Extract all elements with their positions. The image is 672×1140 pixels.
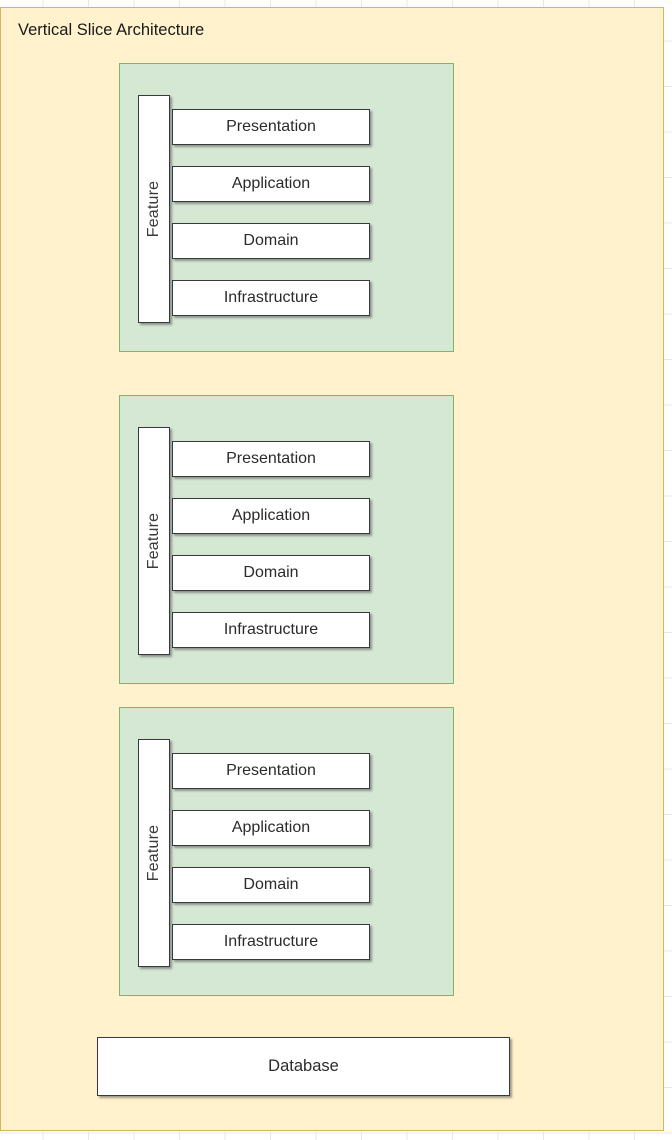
layer-label: Domain <box>243 564 299 581</box>
layer-box-presentation[interactable]: Presentation <box>172 753 370 789</box>
feature-slice[interactable]: Feature Presentation Application Domain … <box>119 395 454 684</box>
layer-label: Domain <box>243 876 299 893</box>
layer-label: Infrastructure <box>223 289 319 306</box>
layer-box-application[interactable]: Application <box>172 498 370 534</box>
layer-box-domain[interactable]: Domain <box>172 555 370 591</box>
database-label: Database <box>268 1057 339 1075</box>
layer-box-presentation[interactable]: Presentation <box>172 109 370 145</box>
database-box[interactable]: Database <box>97 1037 510 1096</box>
diagram-title: Vertical Slice Architecture <box>18 21 205 39</box>
layer-label: Presentation <box>226 118 316 135</box>
feature-label-bar[interactable]: Feature <box>138 739 170 967</box>
feature-label-text: Feature <box>145 512 162 570</box>
layer-box-infrastructure[interactable]: Infrastructure <box>172 612 370 648</box>
layer-label: Domain <box>243 232 299 249</box>
layer-label: Infrastructure <box>223 621 319 638</box>
layer-label: Presentation <box>226 762 316 779</box>
diagram-canvas[interactable]: Vertical Slice Architecture Feature Pres… <box>0 7 664 1131</box>
feature-label-bar[interactable]: Feature <box>138 95 170 323</box>
layer-box-presentation[interactable]: Presentation <box>172 441 370 477</box>
feature-label-bar[interactable]: Feature <box>138 427 170 655</box>
layer-label: Application <box>231 819 311 836</box>
layer-box-infrastructure[interactable]: Infrastructure <box>172 280 370 316</box>
feature-slice[interactable]: Feature Presentation Application Domain … <box>119 63 454 352</box>
feature-label-text: Feature <box>145 824 162 882</box>
layer-box-application[interactable]: Application <box>172 810 370 846</box>
layer-label: Presentation <box>226 450 316 467</box>
layer-box-domain[interactable]: Domain <box>172 223 370 259</box>
layer-label: Application <box>231 175 311 192</box>
layer-label: Infrastructure <box>223 933 319 950</box>
layer-box-domain[interactable]: Domain <box>172 867 370 903</box>
layer-label: Application <box>231 507 311 524</box>
layer-box-application[interactable]: Application <box>172 166 370 202</box>
layer-box-infrastructure[interactable]: Infrastructure <box>172 924 370 960</box>
feature-label-text: Feature <box>145 180 162 238</box>
feature-slice[interactable]: Feature Presentation Application Domain … <box>119 707 454 996</box>
